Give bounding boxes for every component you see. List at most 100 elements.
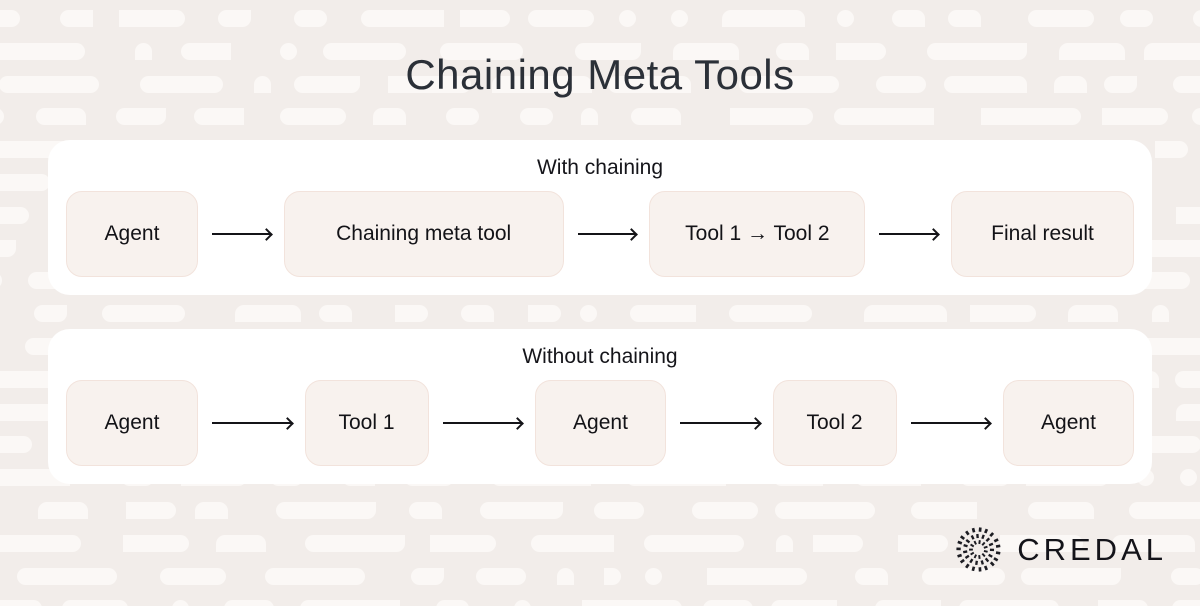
background-dash (0, 108, 5, 126)
brand-name: CREDAL (1017, 531, 1167, 567)
credal-logo-icon (956, 527, 1001, 572)
background-dash (1028, 10, 1095, 27)
background-dash (629, 305, 696, 323)
brand-logo: CREDAL (955, 526, 1167, 573)
background-dash (520, 108, 554, 126)
background-dash (322, 42, 406, 60)
background-dash (575, 42, 642, 60)
background-dash (0, 436, 32, 454)
background-dash (874, 600, 941, 606)
background-dash (863, 305, 947, 323)
background-dash (430, 534, 497, 552)
background-dash (181, 42, 232, 60)
background-dash (294, 75, 361, 93)
background-dash (813, 534, 864, 552)
background-dash (300, 600, 401, 606)
background-dash (373, 108, 407, 126)
background-dash (1179, 469, 1197, 487)
background-dash (61, 600, 128, 606)
page-title: Chaining Meta Tools (405, 51, 795, 98)
background-dash (436, 600, 470, 606)
background-dash (527, 305, 561, 323)
background-dash (922, 567, 1005, 585)
background-dash (0, 10, 20, 27)
background-dash (446, 108, 480, 126)
background-dash (1120, 10, 1154, 27)
background-dash (60, 10, 94, 27)
background-dash (926, 42, 1027, 60)
background-dash (38, 502, 89, 519)
background-dash (1175, 370, 1200, 388)
background-dash (580, 108, 598, 126)
background-dash (1103, 75, 1137, 93)
background-dash (1102, 108, 1168, 126)
background-dash (722, 10, 806, 27)
background-dash (411, 567, 445, 585)
background-dash (775, 534, 793, 552)
flow-node: Final result (951, 191, 1135, 277)
background-dash (530, 534, 614, 552)
background-dash (116, 108, 167, 126)
flow-node: Agent (66, 380, 198, 466)
background-dash (118, 10, 185, 27)
background-dash (1058, 42, 1125, 60)
background-dash (876, 75, 927, 93)
background-dash (1176, 403, 1200, 421)
background-dash (1027, 502, 1094, 519)
background-dash (738, 75, 839, 93)
background-dash (276, 502, 377, 519)
flow-node: Agent (66, 191, 198, 277)
background-dash (898, 534, 949, 552)
background-dash (305, 534, 406, 552)
background-dash (0, 75, 99, 93)
background-dash (388, 75, 472, 93)
background-dash (579, 305, 597, 323)
flow-heading: With chaining (536, 156, 664, 179)
background-dash (0, 206, 30, 224)
background-dash (253, 75, 271, 93)
background-dash (459, 10, 510, 27)
background-dash (702, 600, 753, 606)
flow-arrow-icon (680, 422, 759, 424)
background-dash (645, 567, 663, 585)
flow-node: Tool 1 → Tool 2 (649, 191, 866, 277)
background-dash (476, 567, 527, 585)
background-dash (959, 600, 1060, 606)
flow-heading: Without chaining (522, 345, 678, 368)
background-dash (619, 10, 637, 27)
background-dash (122, 534, 189, 552)
background-dash (216, 534, 267, 552)
background-dash (1154, 141, 1188, 159)
background-dash (460, 305, 494, 323)
background-dash (1000, 534, 1084, 552)
background-dash (0, 42, 86, 60)
background-dash (172, 600, 190, 606)
flow-arrow-icon (442, 422, 521, 424)
background-dash (1021, 567, 1122, 585)
background-dash (408, 502, 442, 519)
flow-node: Agent (535, 380, 666, 466)
background-dash (854, 567, 888, 585)
background-dash (293, 10, 327, 27)
background-dash (729, 108, 813, 126)
background-dash (0, 534, 82, 552)
background-dash (910, 502, 977, 519)
background-dash (1152, 305, 1169, 323)
background-dash (235, 305, 301, 323)
background-dash (969, 305, 1036, 323)
background-dash (479, 502, 563, 519)
background-dash (395, 305, 429, 323)
background-dash (140, 75, 224, 93)
background-dash (193, 108, 244, 126)
flow-node: Chaining meta tool (283, 191, 564, 277)
background-dash (491, 75, 592, 93)
background-dash (0, 370, 57, 388)
background-dash (556, 567, 574, 585)
background-dash (837, 10, 855, 27)
background-dash (0, 272, 3, 290)
background-dash (224, 600, 275, 606)
background-dash (776, 42, 810, 60)
